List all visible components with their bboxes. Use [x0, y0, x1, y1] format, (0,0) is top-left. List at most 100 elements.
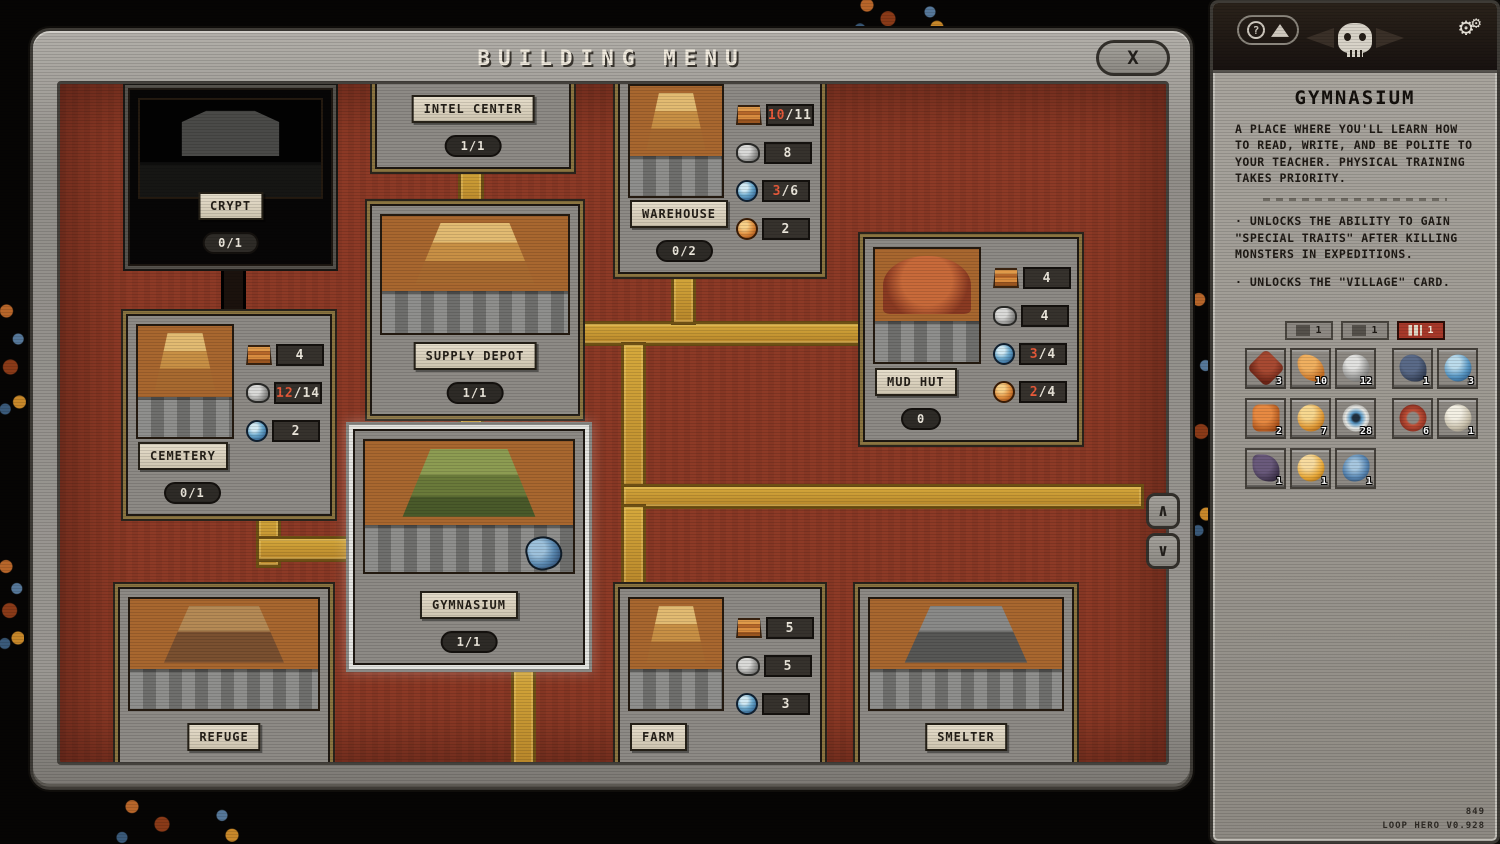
resource-tile[interactable]: 28: [1335, 397, 1376, 439]
resource-row: 1 1 1: [1245, 447, 1497, 489]
resource-tile[interactable]: 1: [1392, 347, 1433, 389]
pixel-debris: [82, 800, 282, 844]
orb-amber-icon: [1297, 404, 1324, 432]
tab-count: 1: [1427, 324, 1434, 336]
building-name: GYMNASIUM: [419, 591, 519, 619]
version-info: 849 LOOP HERO V0.928: [1382, 806, 1485, 833]
cost-list: 10/11 8 3/6 2: [735, 104, 814, 240]
cost-value: 2: [272, 420, 320, 442]
cost-orb: 3: [736, 693, 814, 715]
road-path: [511, 662, 536, 762]
resource-count: 1: [1275, 475, 1282, 487]
resource-tile[interactable]: 1: [1245, 447, 1286, 489]
cost-stone: 12/14: [246, 382, 324, 404]
cost-orb: 2: [246, 420, 324, 442]
metal-orb-icon: [993, 343, 1015, 365]
building-card-crypt[interactable]: CRYPT 0/1: [128, 88, 333, 266]
building-unlock-note: · UNLOCKS THE "VILLAGE" CARD.: [1235, 275, 1451, 290]
ring-red-icon: [1399, 404, 1426, 432]
tab-furniture[interactable]: 1: [1285, 320, 1333, 340]
pixel-debris: [0, 550, 24, 660]
cemetery-art: [136, 324, 234, 439]
cost-value: 3: [762, 693, 810, 715]
cost-list: 5 5 3: [736, 617, 814, 715]
smelter-art: [868, 597, 1064, 711]
cost-stone: 5: [736, 655, 814, 677]
building-count: 0/1: [164, 482, 221, 504]
resource-tabs: 1 1 1: [1285, 320, 1497, 340]
cost-amount: 3: [781, 696, 791, 712]
resource-tile[interactable]: 3: [1437, 347, 1478, 389]
scroll-up-button[interactable]: ∧: [1146, 493, 1180, 529]
settings-button[interactable]: ⚙⚙: [1459, 13, 1481, 41]
building-card-farm[interactable]: 5 5 3 FARM: [618, 587, 822, 762]
building-count: 1/1: [444, 135, 502, 157]
resource-count: 1: [1365, 475, 1372, 487]
crypt-art: [138, 98, 323, 199]
cost-food: 2: [735, 218, 814, 240]
resource-tile[interactable]: 1: [1437, 397, 1478, 439]
cost-value: 3/4: [1019, 343, 1067, 365]
building-card-mud-hut[interactable]: 4 4 3/4 2/4 MUD HUT 0: [863, 237, 1079, 442]
building-card-smelter[interactable]: SMELTER: [858, 587, 1074, 762]
cost-amount: /14: [293, 385, 321, 401]
shard-orange-icon: [1252, 404, 1279, 432]
stone-icon: [246, 383, 270, 403]
raven-icon: [1399, 354, 1426, 382]
resource-tile[interactable]: 10: [1290, 347, 1331, 389]
cost-value: 4: [276, 344, 324, 366]
tab-feather[interactable]: 1: [1341, 320, 1389, 340]
cost-amount: 8: [783, 145, 793, 161]
building-name: CEMETERY: [138, 442, 228, 470]
building-card-refuge[interactable]: REFUGE: [118, 587, 330, 762]
pixel-debris: [0, 290, 26, 430]
resource-tile[interactable]: 2: [1245, 397, 1286, 439]
scroll-down-button[interactable]: ∨: [1146, 533, 1180, 569]
building-unlock-note: · UNLOCKS THE ABILITY TO GAIN "SPECIAL T…: [1235, 214, 1458, 261]
resource-tile[interactable]: 3: [1245, 347, 1286, 389]
building-name: FARM: [630, 723, 687, 751]
sphere-gold-icon: [1297, 454, 1324, 482]
resource-count: 7: [1320, 425, 1327, 437]
resource-count: 12: [1359, 375, 1372, 387]
cost-amount: 5: [783, 658, 793, 674]
build-number: 849: [1465, 807, 1485, 817]
resource-count: 6: [1422, 425, 1429, 437]
building-card-supply-depot[interactable]: SUPPLY DEPOT 1/1: [370, 204, 580, 416]
road-path: [256, 536, 358, 562]
building-name: WAREHOUSE: [630, 200, 729, 228]
resource-inventory: 3 10 12 1 3 2 7 28 6 1 1 1 1: [1245, 347, 1497, 489]
cost-amount: 4: [295, 347, 305, 363]
building-count: 1/1: [440, 631, 498, 653]
resource-tile[interactable]: 6: [1392, 397, 1433, 439]
tab-tiles[interactable]: 1: [1397, 320, 1445, 340]
building-count: 1/1: [446, 382, 504, 404]
dark-path: [221, 264, 246, 316]
road-path: [621, 342, 646, 510]
resource-tile[interactable]: 1: [1335, 447, 1376, 489]
cost-deficit: 12: [276, 385, 294, 401]
building-card-cemetery[interactable]: 4 12/14 2 CEMETERY 0/1: [126, 314, 332, 516]
building-card-intel-center[interactable]: INTEL CENTER 1/1: [375, 84, 571, 169]
cost-amount: 2: [291, 423, 301, 439]
tab-count: 1: [1315, 324, 1322, 336]
cost-value: 5: [766, 617, 814, 639]
cost-food: 2/4: [993, 381, 1071, 403]
building-card-warehouse[interactable]: 10/11 8 3/6 2 WAREHOUSE: [618, 84, 822, 274]
resource-tile[interactable]: 12: [1335, 347, 1376, 389]
tab-count: 1: [1371, 324, 1378, 336]
tiles-icon: [1408, 324, 1423, 336]
cost-stone: 8: [735, 142, 814, 164]
resource-tile[interactable]: 1: [1290, 447, 1331, 489]
divider: [1262, 198, 1448, 202]
metal-orb-icon: [736, 693, 758, 715]
stone-icon: [993, 306, 1017, 326]
skull-emblem: [1300, 9, 1410, 67]
wing-right-icon: [1376, 28, 1404, 48]
help-camp-button[interactable]: ?: [1237, 15, 1299, 45]
close-button[interactable]: X: [1096, 40, 1170, 76]
resource-count: 1: [1320, 475, 1327, 487]
resource-tile[interactable]: 7: [1290, 397, 1331, 439]
stone-icon: [735, 143, 760, 163]
cost-list: 4 12/14 2: [246, 344, 324, 442]
